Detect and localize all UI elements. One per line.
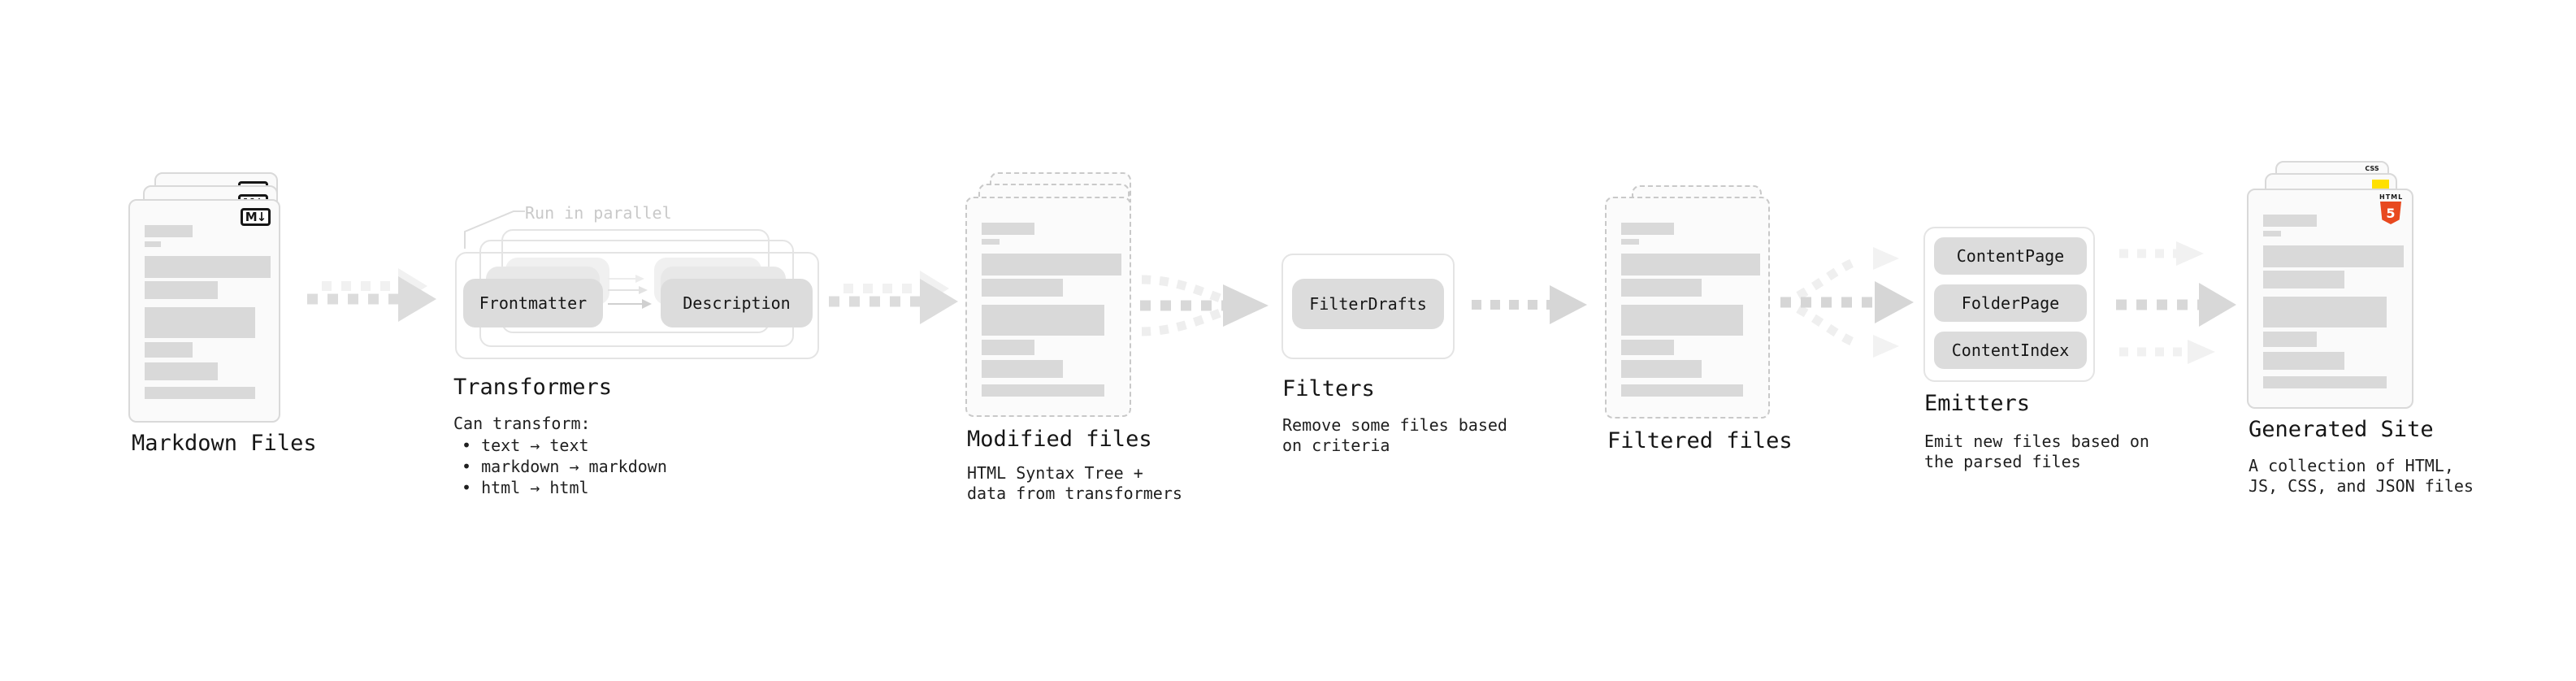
emitter-node-folderpage: FolderPage xyxy=(1934,284,2087,322)
flow-arrow-transformers-to-modified xyxy=(829,271,958,324)
markdown-icon: M↓ xyxy=(241,208,271,226)
stage-label-emitters: Emitters xyxy=(1924,391,2031,416)
generated-desc-line2: JS, CSS, and JSON files xyxy=(2249,476,2474,496)
emitters-desc-line1: Emit new files based on xyxy=(1924,432,2149,451)
flow-arrow-markdown-to-transformers xyxy=(307,268,436,322)
transformer-frame-front xyxy=(455,252,819,359)
parallel-arrows-icon xyxy=(608,275,652,309)
html5-icon: HTML 5 xyxy=(2379,194,2402,224)
stage-label-filters: Filters xyxy=(1282,376,1375,401)
annotation-run-in-parallel: Run in parallel xyxy=(525,203,672,223)
emitter-node-contentindex: ContentIndex xyxy=(1934,332,2087,369)
stage-label-markdown-files: Markdown Files xyxy=(132,431,317,456)
transformers-bullet-2: • markdown → markdown xyxy=(462,457,667,476)
emitter-node-contentpage: ContentPage xyxy=(1934,237,2087,275)
modified-file-card-front xyxy=(965,197,1131,417)
file-content-placeholder xyxy=(982,223,1121,397)
filter-node-filterdrafts: FilterDrafts xyxy=(1292,279,1444,329)
modified-desc-line1: HTML Syntax Tree + xyxy=(967,463,1143,483)
file-content-placeholder xyxy=(145,225,271,399)
modified-desc-line2: data from transformers xyxy=(967,484,1182,503)
stage-label-generated-site: Generated Site xyxy=(2249,417,2434,442)
transformer-node-frontmatter: Frontmatter xyxy=(463,279,603,327)
generated-desc-line1: A collection of HTML, xyxy=(2249,456,2454,475)
filters-frame xyxy=(1281,254,1455,359)
filters-desc-line1: Remove some files based xyxy=(1282,415,1507,435)
flow-arrow-emitters-to-generated xyxy=(2116,241,2236,364)
flow-arrow-modified-to-filters xyxy=(1140,275,1268,336)
filtered-file-card-front xyxy=(1605,197,1770,419)
transformers-desc-heading: Can transform: xyxy=(453,414,591,433)
stage-label-modified-files: Modified files xyxy=(967,427,1152,452)
markdown-file-card-front: M↓ xyxy=(128,199,280,423)
emitters-frame xyxy=(1923,227,2095,382)
js-icon xyxy=(2372,180,2389,189)
flow-arrow-filtered-to-emitters xyxy=(1780,247,1914,358)
flow-arrow-filters-to-filtered xyxy=(1472,285,1587,324)
transformers-bullet-1: • text → text xyxy=(462,436,589,455)
transformers-bullet-3: • html → html xyxy=(462,478,589,497)
filters-desc-line2: on criteria xyxy=(1282,436,1390,455)
emitters-desc-line2: the parsed files xyxy=(1924,452,2081,471)
transformer-node-description: Description xyxy=(661,279,813,327)
annotation-leader-line xyxy=(464,210,525,249)
file-content-placeholder xyxy=(2263,215,2404,388)
stage-label-transformers: Transformers xyxy=(453,375,613,400)
file-content-placeholder xyxy=(1621,223,1760,397)
generated-file-card-html: HTML 5 xyxy=(2247,189,2413,409)
stage-label-filtered-files: Filtered files xyxy=(1607,428,1793,453)
